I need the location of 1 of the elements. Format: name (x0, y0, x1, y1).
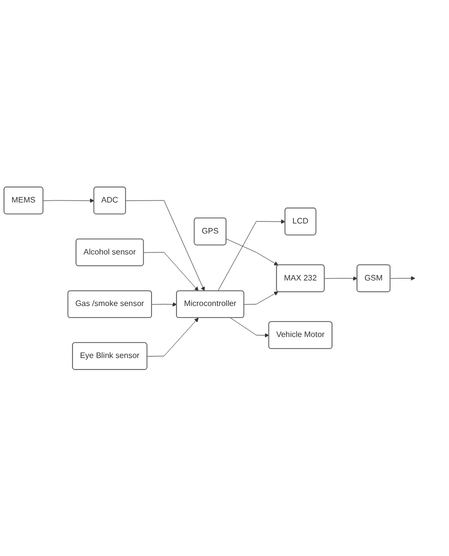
arrow (146, 317, 199, 356)
